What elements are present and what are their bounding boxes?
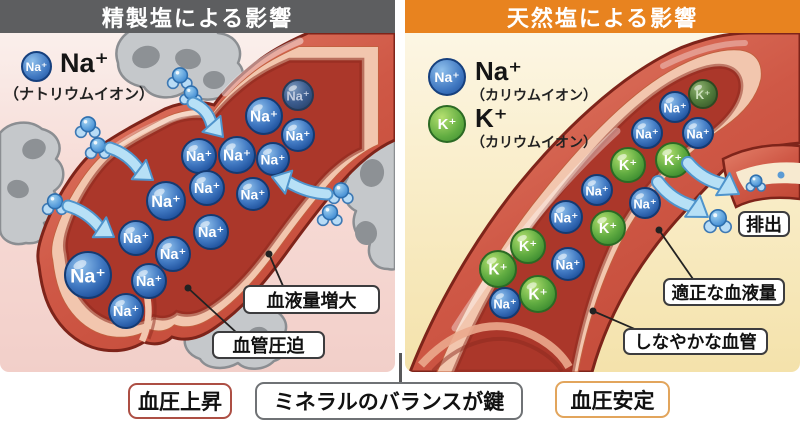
conclusion-mineral-balance: ミネラルのバランスが鍵	[255, 382, 523, 420]
svg-text:Na⁺: Na⁺	[663, 100, 686, 115]
refined-salt-title: 精製塩による影響	[101, 5, 294, 31]
svg-text:Na⁺: Na⁺	[198, 225, 224, 241]
center-connector-line	[399, 353, 402, 384]
callout-proper-blood-volume: 適正な血液量	[663, 278, 785, 306]
svg-text:Na⁺: Na⁺	[70, 265, 106, 287]
natural-salt-illustration: K⁺Na⁺Na⁺Na⁺K⁺K⁺Na⁺Na⁺Na⁺K⁺K⁺K⁺Na⁺Na⁺K⁺	[408, 33, 800, 372]
natural-salt-illustration-area: K⁺Na⁺Na⁺Na⁺K⁺K⁺Na⁺Na⁺Na⁺K⁺K⁺K⁺Na⁺Na⁺K⁺ N…	[405, 33, 800, 372]
na-ion-legend-badge: Na⁺	[21, 51, 52, 82]
callout-flexible-vessel: しなやかな血管	[623, 328, 768, 355]
svg-text:K⁺: K⁺	[528, 287, 547, 304]
conclusion-blood-pressure-rise: 血圧上昇	[128, 383, 232, 419]
svg-text:Na⁺: Na⁺	[585, 183, 608, 198]
svg-text:K⁺: K⁺	[599, 221, 617, 237]
svg-text:K⁺: K⁺	[696, 88, 711, 102]
sodium-potassium-ions: K⁺Na⁺Na⁺Na⁺K⁺K⁺Na⁺Na⁺Na⁺K⁺K⁺K⁺Na⁺Na⁺K⁺	[479, 79, 718, 319]
refined-salt-header: 精製塩による影響	[0, 0, 395, 33]
svg-text:Na⁺: Na⁺	[113, 304, 139, 320]
k-ion-legend-label: K⁺	[475, 103, 508, 133]
refined-salt-illustration-area: Na⁺Na⁺Na⁺Na⁺Na⁺Na⁺Na⁺Na⁺Na⁺Na⁺Na⁺Na⁺Na⁺N…	[0, 33, 395, 372]
svg-text:K⁺: K⁺	[519, 239, 537, 255]
svg-text:Na⁺: Na⁺	[250, 109, 278, 126]
refined-salt-panel: 精製塩による影響	[0, 0, 395, 372]
na-ion-legend-sublabel: （カリウムイオン）	[471, 87, 597, 103]
refined-salt-illustration: Na⁺Na⁺Na⁺Na⁺Na⁺Na⁺Na⁺Na⁺Na⁺Na⁺Na⁺Na⁺Na⁺N…	[0, 33, 395, 370]
k-ion-legend-badge: K⁺	[428, 105, 466, 143]
svg-text:Na⁺: Na⁺	[686, 126, 709, 141]
sodium-ions: Na⁺Na⁺Na⁺Na⁺Na⁺Na⁺Na⁺Na⁺Na⁺Na⁺Na⁺Na⁺Na⁺N…	[64, 79, 315, 329]
svg-text:Na⁺: Na⁺	[160, 247, 186, 263]
na-ion-legend-label: Na⁺	[60, 48, 109, 78]
svg-text:Na⁺: Na⁺	[261, 152, 286, 167]
water-molecules	[703, 174, 767, 234]
svg-text:Na⁺: Na⁺	[241, 187, 266, 202]
k-ion-legend-sublabel: （カリウムイオン）	[471, 134, 597, 150]
svg-text:Na⁺: Na⁺	[123, 231, 149, 247]
callout-leader-lines	[589, 226, 694, 331]
svg-text:Na⁺: Na⁺	[556, 257, 581, 272]
svg-text:Na⁺: Na⁺	[633, 196, 656, 211]
svg-text:Na⁺: Na⁺	[635, 126, 658, 141]
svg-text:Na⁺: Na⁺	[223, 148, 251, 165]
svg-text:Na⁺: Na⁺	[136, 274, 162, 290]
svg-text:Na⁺: Na⁺	[493, 296, 516, 311]
svg-text:Na⁺: Na⁺	[186, 149, 212, 165]
svg-text:K⁺: K⁺	[619, 158, 637, 174]
water-inflow-arrows	[61, 96, 334, 239]
svg-text:Na⁺: Na⁺	[554, 210, 579, 225]
svg-text:K⁺: K⁺	[488, 262, 507, 279]
na-ion-legend-badge: Na⁺	[428, 58, 466, 96]
callout-leader-lines	[184, 250, 284, 334]
svg-text:K⁺: K⁺	[664, 153, 682, 169]
natural-salt-title: 天然塩による影響	[506, 5, 699, 31]
svg-text:Na⁺: Na⁺	[286, 88, 309, 103]
svg-text:Na⁺: Na⁺	[194, 181, 220, 197]
conclusion-blood-pressure-stable: 血圧安定	[555, 381, 670, 418]
na-ion-legend-label: Na⁺	[475, 56, 522, 86]
plasma-dots	[777, 171, 785, 179]
na-ion-legend-sublabel: （ナトリウムイオン）	[4, 86, 155, 103]
callout-vessel-compression: 血管圧迫	[212, 331, 325, 359]
natural-salt-panel: 天然塩による影響 K⁺Na⁺Na⁺Na⁺K⁺K⁺Na⁺Na⁺Na⁺K⁺K⁺K⁺N…	[405, 0, 800, 372]
svg-text:Na⁺: Na⁺	[151, 193, 180, 211]
svg-text:Na⁺: Na⁺	[286, 128, 311, 143]
callout-blood-volume-increase: 血液量増大	[243, 285, 380, 314]
callout-excretion: 排出	[738, 211, 790, 237]
natural-salt-header: 天然塩による影響	[405, 0, 800, 33]
excretion-arrows	[651, 156, 740, 218]
